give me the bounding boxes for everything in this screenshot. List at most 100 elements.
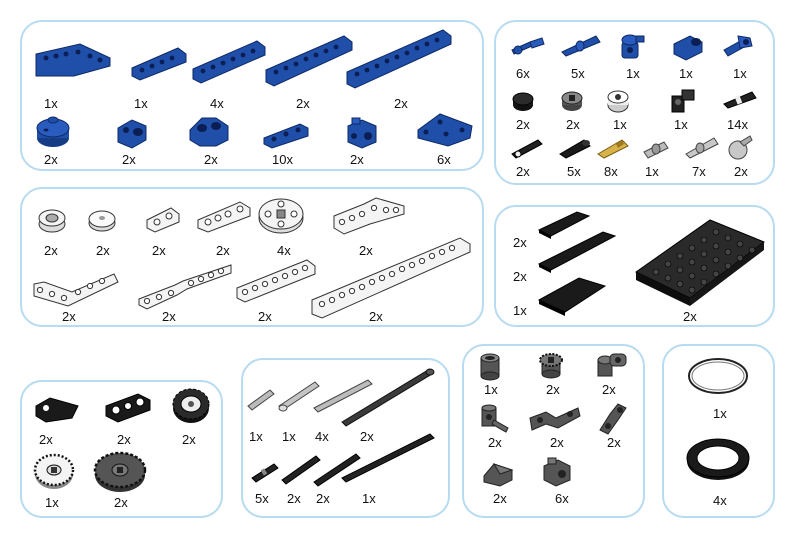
qty-label: 1x	[362, 491, 376, 506]
blue-brick-axle-icon	[344, 114, 380, 150]
qty-label: 1x	[282, 429, 296, 444]
gray-ball-pin-icon	[726, 134, 754, 162]
blue-beam-7-icon	[189, 35, 267, 85]
qty-label: 6x	[555, 491, 569, 506]
qty-label: 2x	[488, 435, 502, 450]
qty-label: 1x	[674, 117, 688, 132]
blue-beam-9-icon	[262, 30, 354, 88]
blue-l-beam-icon	[30, 36, 115, 84]
qty-label: 2x	[369, 309, 383, 324]
qty-label: 2x	[162, 309, 176, 324]
qty-label: 1x	[713, 406, 727, 421]
qty-label: 4x	[277, 243, 291, 258]
black-plate-icon	[632, 216, 768, 308]
gray-axle-3-icon	[246, 386, 276, 412]
qty-label: 1x	[626, 66, 640, 81]
qty-label: 1x	[249, 429, 263, 444]
gray-cylinder-icon	[478, 350, 504, 381]
black-axle-4-icon	[280, 452, 322, 488]
blue-long-pin-icon	[560, 32, 602, 58]
qty-label: 2x	[39, 432, 53, 447]
qty-label: 2x	[44, 243, 58, 258]
white-beam-9-icon	[233, 254, 319, 304]
blue-triangle-plate-icon	[414, 108, 476, 148]
panel-white-beams	[20, 187, 484, 327]
white-wheel-hub-icon	[36, 206, 68, 234]
gray-gear-icon	[92, 450, 148, 494]
qty-label: 2x	[287, 491, 301, 506]
qty-label: 1x	[484, 382, 498, 397]
black-beam-3-icon	[102, 388, 154, 424]
qty-label: 1x	[134, 96, 148, 111]
qty-label: 2x	[96, 243, 110, 258]
white-rubber-band-icon	[686, 356, 750, 396]
white-bent-beam-icon	[135, 257, 235, 311]
white-tire-gear-icon	[170, 386, 212, 426]
blue-axle-connector-icon	[722, 32, 758, 62]
qty-label: 10x	[272, 152, 293, 167]
qty-label: 14x	[727, 117, 748, 132]
blue-beam-5-icon	[128, 42, 188, 82]
gray-small-gear-icon	[536, 350, 566, 380]
blue-axle-pin-icon	[510, 36, 546, 58]
qty-label: 2x	[296, 96, 310, 111]
black-tile-wide-icon	[535, 272, 607, 318]
qty-label: 6x	[437, 152, 451, 167]
qty-label: 2x	[216, 243, 230, 258]
white-beam-2-icon	[143, 204, 183, 234]
qty-label: 1x	[645, 164, 659, 179]
qty-label: 2x	[62, 309, 76, 324]
qty-label: 5x	[571, 66, 585, 81]
white-pulley-wheel-icon	[256, 196, 306, 236]
qty-label: 1x	[679, 66, 693, 81]
qty-label: 2x	[394, 96, 408, 111]
qty-label: 7x	[692, 164, 706, 179]
gray-perpendicular-pin-icon	[478, 402, 512, 436]
black-friction-pin-icon	[722, 88, 758, 110]
blue-round-connector-icon	[34, 114, 72, 150]
qty-label: 2x	[117, 432, 131, 447]
blue-beam-11-icon	[343, 24, 455, 90]
white-bush-icon	[605, 89, 631, 113]
blue-pin-connector-icon	[618, 32, 646, 62]
gray-axle-5-icon	[312, 376, 374, 416]
qty-label: 2x	[122, 152, 136, 167]
qty-label: 2x	[152, 243, 166, 258]
gray-technic-brick-icon	[540, 456, 574, 488]
black-axle-2-icon	[510, 136, 544, 160]
qty-label: 2x	[550, 435, 564, 450]
qty-label: 6x	[516, 66, 530, 81]
qty-label: 2x	[513, 269, 527, 284]
black-axle-5-icon	[312, 450, 362, 490]
qty-label: 2x	[359, 243, 373, 258]
gray-pin-icon	[642, 136, 672, 160]
black-tile-small-icon	[535, 208, 591, 240]
white-beam-15-icon	[308, 232, 474, 320]
black-angle-connector-icon	[668, 88, 696, 114]
white-l-beam-large-icon	[30, 258, 122, 308]
qty-label: 2x	[182, 432, 196, 447]
black-axle-10-icon	[340, 430, 438, 486]
white-round-tile-icon	[86, 207, 118, 233]
blue-bush-icon	[670, 32, 706, 62]
gray-long-pin-icon	[684, 134, 720, 160]
blue-cross-block-icon	[114, 114, 150, 150]
qty-label: 2x	[493, 491, 507, 506]
qty-label: 5x	[567, 164, 581, 179]
qty-label: 2x	[44, 152, 58, 167]
qty-label: 2x	[734, 164, 748, 179]
qty-label: 4x	[210, 96, 224, 111]
panel-rubber-bands	[662, 344, 775, 518]
white-beam-4-icon	[194, 198, 254, 234]
qty-label: 2x	[114, 495, 128, 510]
qty-label: 2x	[683, 309, 697, 324]
qty-label: 2x	[204, 152, 218, 167]
black-tile-long-icon	[535, 226, 617, 274]
blue-double-connector-icon	[186, 112, 232, 150]
black-axle-8-icon	[340, 366, 436, 430]
qty-label: 4x	[713, 493, 727, 508]
black-round-tile-icon	[511, 92, 535, 112]
qty-label: 2x	[607, 435, 621, 450]
black-wedge-icon	[32, 392, 82, 426]
qty-label: 1x	[733, 66, 747, 81]
